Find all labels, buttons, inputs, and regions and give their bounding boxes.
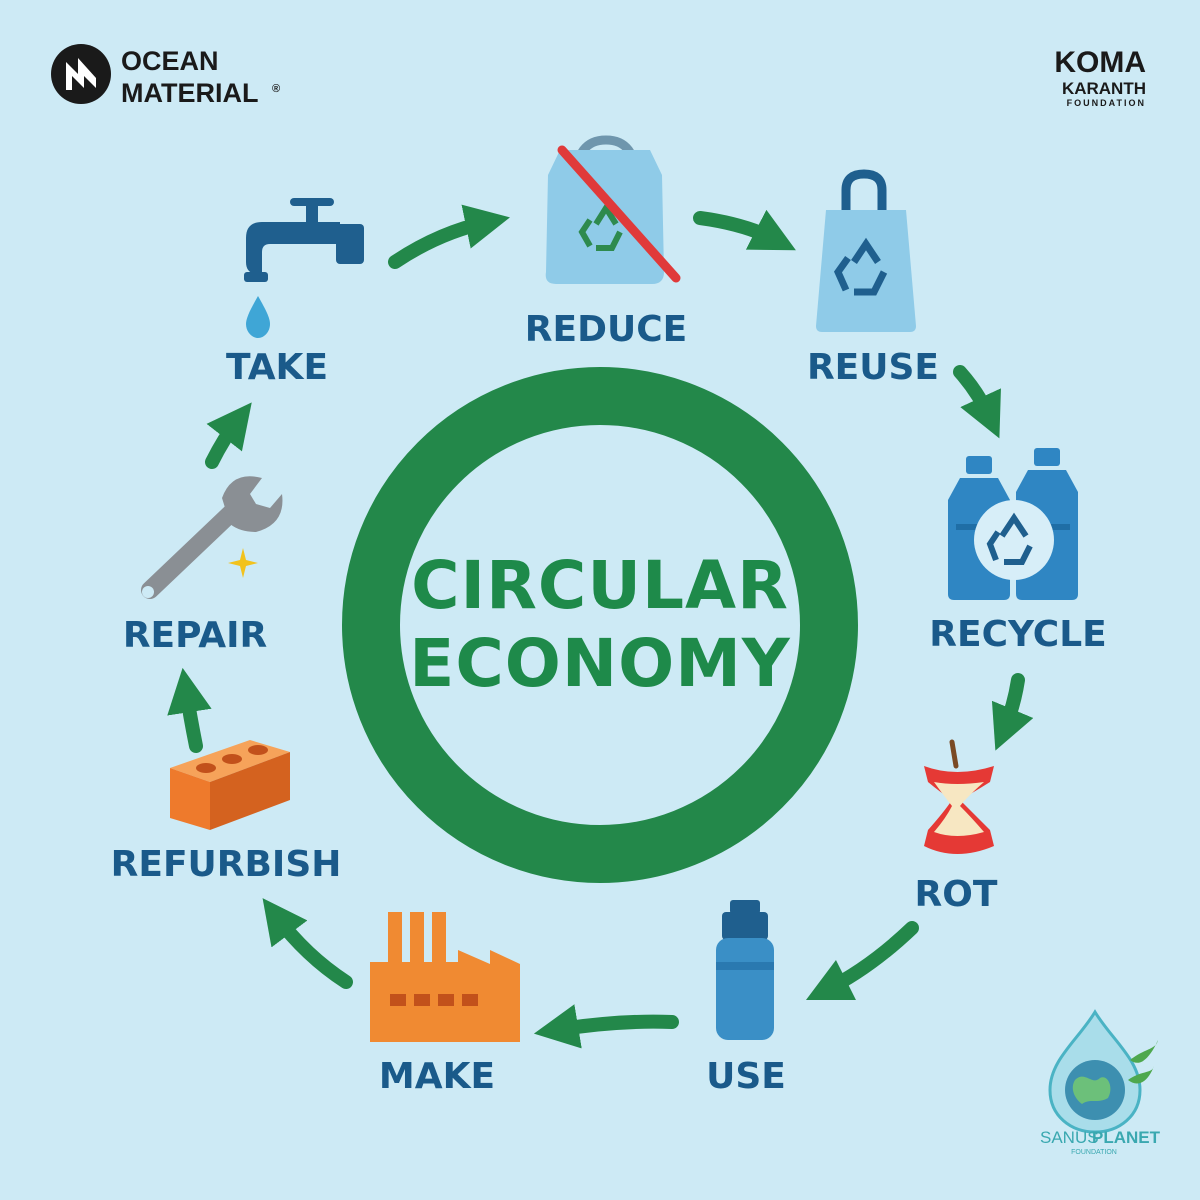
apple-core-icon (924, 739, 994, 854)
arrow-reduce-to-reuse (693, 209, 796, 251)
stage-refurbish-label: REFURBISH (111, 844, 342, 885)
arrow-reuse-to-recycle (953, 365, 1001, 439)
ocean-material-line2: MATERIAL (121, 78, 258, 108)
stage-recycle-label: RECYCLE (929, 614, 1106, 655)
cycle-arrows (167, 204, 1034, 1049)
center-ring (342, 367, 858, 883)
arrow-repair-to-take (205, 402, 252, 469)
sanus-sub: FOUNDATION (1071, 1149, 1117, 1156)
sparkle-icon (228, 548, 258, 578)
sanus-suffix: PLANET (1092, 1128, 1161, 1147)
faucet-icon (244, 198, 364, 338)
arrow-make-to-refurbish (262, 898, 353, 989)
factory-icon (370, 912, 520, 1042)
water-bottle-icon (716, 900, 774, 1040)
recycle-icon (578, 202, 623, 251)
stage-reuse-label: REUSE (807, 347, 939, 388)
arrow-rot-to-use (805, 921, 919, 1001)
stage-refurbish: REFURBISH (111, 740, 342, 885)
arrow-take-to-reduce (388, 204, 510, 269)
stage-use-label: USE (706, 1056, 786, 1097)
stage-make: MAKE (370, 912, 520, 1097)
ocean-material-line1: OCEAN (121, 46, 219, 76)
stage-repair: REPAIR (123, 476, 283, 656)
ocean-material-logo: OCEAN MATERIAL ® (51, 44, 280, 108)
stage-reduce: REDUCE (525, 135, 687, 350)
stage-rot-label: ROT (915, 874, 998, 915)
crossed-bag-icon (545, 135, 681, 284)
stage-take-label: TAKE (226, 347, 328, 388)
center-title-line1: CIRCULAR (411, 547, 789, 624)
koma-line2: KARANTH (1062, 79, 1146, 98)
arrow-refurbish-to-repair (167, 667, 212, 753)
recycle-icon (986, 512, 1033, 565)
stage-repair-label: REPAIR (123, 615, 267, 656)
arrow-use-to-make (533, 1004, 679, 1049)
brick-icon (170, 740, 290, 830)
sanus-prefix: SANUS (1040, 1128, 1099, 1147)
sanus-leaf-icon (1130, 1040, 1158, 1063)
koma-line3: FOUNDATION (1067, 98, 1146, 108)
stage-make-label: MAKE (379, 1056, 495, 1097)
wrench-icon (141, 476, 283, 599)
center-title-line2: ECONOMY (409, 625, 791, 702)
stage-recycle: RECYCLE (929, 448, 1107, 655)
stage-take: TAKE (226, 198, 364, 388)
tote-bag-icon (816, 169, 916, 332)
stage-rot: ROT (915, 739, 998, 915)
stage-reduce-label: REDUCE (525, 309, 687, 350)
koma-karanth-logo: KOMA KARANTH FOUNDATION (1054, 46, 1146, 108)
arrow-recycle-to-rot (991, 673, 1034, 751)
sanus-planet-logo: SANUS PLANET FOUNDATION (1040, 1009, 1161, 1156)
stage-use: USE (706, 900, 786, 1097)
stage-reuse: REUSE (807, 169, 939, 388)
koma-line1: KOMA (1054, 46, 1146, 79)
ocean-material-registered: ® (272, 83, 280, 95)
bottles-icon (948, 448, 1078, 600)
recycle-icon (833, 237, 888, 296)
